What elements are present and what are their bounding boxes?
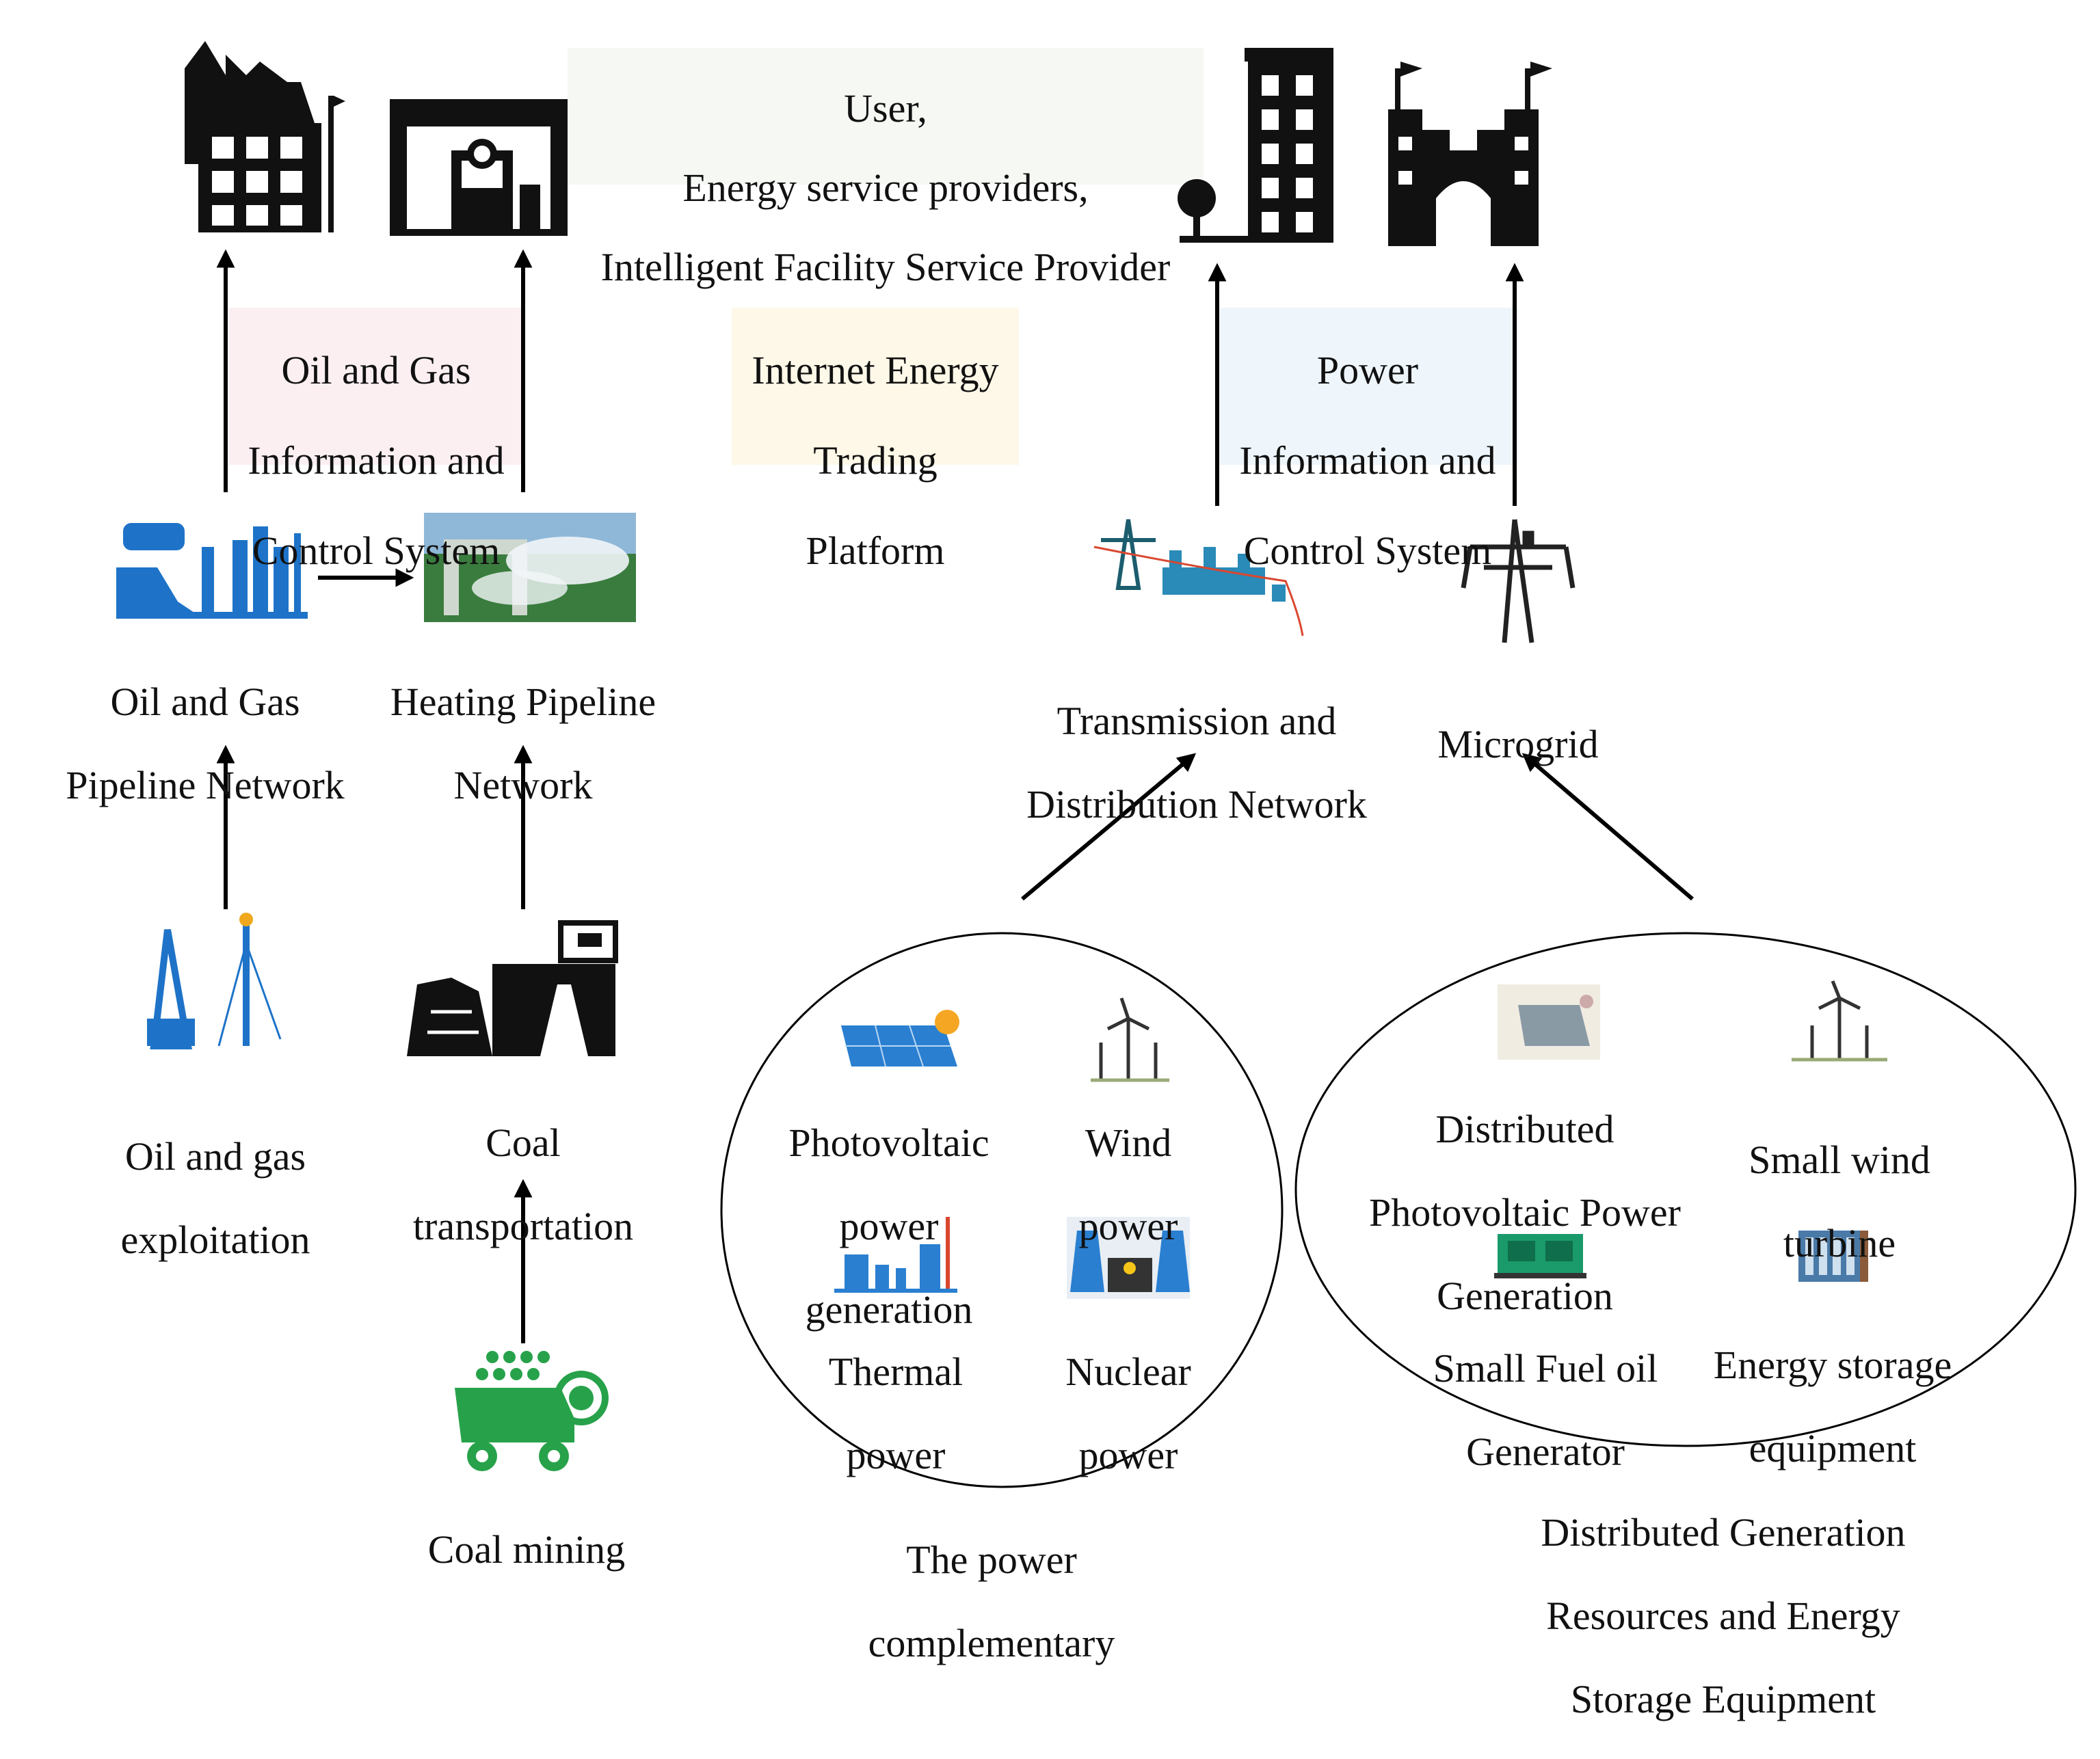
- label-line: Transmission and: [1056, 699, 1337, 743]
- power-complementary-ellipse: [720, 932, 1284, 1488]
- coal-mining-truck-icon: [455, 1351, 609, 1471]
- distributed-pv-icon: [1498, 984, 1600, 1060]
- wind-power-label: Wind power: [1046, 1084, 1210, 1286]
- title-shade: [568, 48, 1204, 185]
- label-line: Distribution Network: [1026, 782, 1367, 827]
- solar-panel-icon: [841, 1010, 959, 1067]
- label-line: exploitation: [120, 1218, 310, 1262]
- energy-storage-icon: [1798, 1231, 1868, 1282]
- transmission-network-label: Transmission and Distribution Network: [998, 662, 1395, 864]
- label-line: Wind: [1085, 1120, 1172, 1165]
- energy-trading-platform-label: Internet Energy Trading Platform: [732, 311, 1019, 610]
- fuel-generator-icon: [1494, 1234, 1586, 1278]
- label-line: Heating Pipeline: [390, 680, 656, 724]
- label-line: transportation: [412, 1204, 634, 1248]
- diagram-graphics: [116, 41, 2077, 1488]
- distributed-pv-label: Distributed Photovoltaic Power Generatio…: [1333, 1070, 1716, 1356]
- label-line: Trading: [813, 438, 938, 483]
- oil-gas-system-shade: [229, 308, 523, 465]
- fuel-generator-label: Small Fuel oil Generator: [1395, 1309, 1696, 1512]
- nuclear-power-label: Nuclear power: [1039, 1313, 1217, 1515]
- oil-gas-pipeline-label: Oil and Gas Pipeline Network: [34, 643, 376, 845]
- distributed-generation-ellipse: [1294, 932, 2077, 1447]
- label-line: Microgrid: [1437, 722, 1599, 766]
- transmission-tower-icon: [1093, 519, 1304, 636]
- label-line: Network: [453, 763, 593, 807]
- nuclear-plant-icon: [1067, 1217, 1190, 1299]
- label-line: Small Fuel oil: [1433, 1346, 1658, 1391]
- coal-transport-icon: [407, 920, 618, 1056]
- label-line: Thermal: [828, 1350, 963, 1394]
- users-title: User, Energy service providers, Intellig…: [568, 49, 1204, 327]
- label-line: Oil and Gas: [281, 348, 471, 392]
- office-tower-icon: [1178, 48, 1333, 243]
- label-line: power: [1078, 1204, 1178, 1248]
- arrow-distributed-to-microgrid: [1521, 753, 1694, 901]
- power-complementary-caption: The power complementary: [821, 1501, 1162, 1703]
- heating-pipeline-photo-icon: [424, 513, 636, 622]
- label-line: Oil and Gas: [110, 680, 300, 724]
- label-line: Resources and Energy: [1546, 1594, 1900, 1638]
- small-wind-turbine-label: Small wind turbine: [1723, 1101, 1956, 1303]
- oil-derrick-icon: [147, 913, 282, 1049]
- thermal-power-label: Thermal power: [800, 1313, 992, 1515]
- oil-gas-facility-icon: [116, 523, 308, 619]
- coal-mining-label: Coal mining: [383, 1490, 670, 1609]
- energy-storage-label: Energy storage equipment: [1682, 1306, 1983, 1508]
- label-line: Information and: [248, 438, 505, 483]
- label-line: Storage Equipment: [1570, 1677, 1876, 1721]
- label-line: Platform: [806, 528, 945, 573]
- trading-platform-shade: [732, 308, 1019, 465]
- arrows: [216, 249, 1694, 1343]
- label-line: Energy storage: [1713, 1343, 1952, 1387]
- coal-transportation-label: Coal transportation: [369, 1084, 677, 1286]
- users-title-line3: Intelligent Facility Service Provider: [600, 245, 1171, 289]
- label-line: Oil and gas: [124, 1134, 306, 1179]
- oil-gas-control-system-label: Oil and Gas Information and Control Syst…: [229, 311, 523, 610]
- heating-pipeline-label: Heating Pipeline Network: [362, 643, 684, 845]
- label-line: Coal mining: [427, 1527, 626, 1572]
- castle-icon: [1388, 62, 1552, 246]
- power-control-system-label: Power Information and Control System: [1217, 311, 1518, 610]
- users-title-line1: User,: [844, 86, 927, 131]
- label-line: Control System: [252, 528, 501, 573]
- label-line: generation: [805, 1287, 973, 1332]
- label-line: Information and: [1239, 438, 1496, 483]
- power-system-shade: [1217, 308, 1518, 465]
- label-line: Nuclear: [1065, 1350, 1191, 1394]
- label-line: power: [846, 1433, 946, 1477]
- label-line: Pipeline Network: [66, 763, 345, 807]
- label-line: Distributed Generation: [1541, 1510, 1906, 1555]
- label-line: Small wind: [1749, 1138, 1930, 1182]
- diagram: User, Energy service providers, Intellig…: [34, 41, 2077, 1719]
- label-line: Photovoltaic Power: [1369, 1190, 1681, 1235]
- label-line: turbine: [1783, 1221, 1896, 1265]
- wind-turbine-icon: [1091, 997, 1169, 1082]
- distributed-generation-caption: Distributed Generation Resources and Ene…: [1491, 1473, 1956, 1759]
- house-icon: [185, 41, 345, 232]
- label-line: Internet Energy: [752, 348, 999, 392]
- microgrid-label: Microgrid: [1409, 685, 1627, 804]
- label-line: Generation: [1437, 1274, 1613, 1318]
- small-wind-turbine-icon: [1792, 980, 1887, 1062]
- label-line: equipment: [1749, 1426, 1917, 1471]
- factory-icon: [390, 99, 568, 236]
- label-line: The power: [906, 1538, 1077, 1582]
- label-line: Power: [1316, 348, 1419, 392]
- label-line: Control System: [1243, 528, 1492, 573]
- thermal-plant-icon: [834, 1217, 957, 1293]
- label-line: power: [839, 1204, 939, 1248]
- label-line: power: [1078, 1433, 1178, 1477]
- microgrid-pylon-icon: [1461, 519, 1576, 643]
- label-line: Generator: [1466, 1429, 1625, 1474]
- arrow-power-to-transmission: [1021, 753, 1197, 901]
- label-line: Coal: [486, 1120, 561, 1165]
- users-title-line2: Energy service providers,: [682, 165, 1089, 210]
- label-line: complementary: [868, 1621, 1115, 1665]
- photovoltaic-label: Photovoltaic power generation: [759, 1084, 1019, 1369]
- label-line: Distributed: [1435, 1107, 1614, 1151]
- label-line: Photovoltaic: [788, 1120, 989, 1165]
- oil-gas-exploitation-label: Oil and gas exploitation: [68, 1097, 362, 1300]
